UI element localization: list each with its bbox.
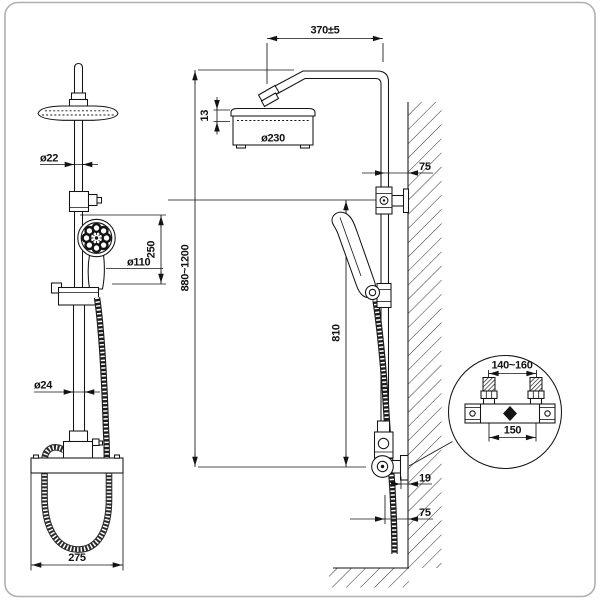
floor-hatch bbox=[329, 568, 409, 588]
hand-shower-diameter-label: ø110 bbox=[127, 257, 150, 269]
inlet-span-label: 150 bbox=[504, 425, 522, 437]
mixer-width-label: 275 bbox=[68, 552, 86, 564]
overall-height-label: 880~1200 bbox=[180, 244, 192, 291]
valve-center-marker bbox=[503, 406, 517, 421]
front-diverter bbox=[68, 190, 103, 213]
front-hose-loop bbox=[41, 444, 113, 553]
detail-valve-body bbox=[464, 403, 556, 424]
dim-lower-pipe-diameter: ø24 bbox=[34, 380, 100, 395]
dim-mixer-width: 275 bbox=[30, 473, 124, 571]
dim-top-wall-offset: 75 bbox=[362, 161, 433, 176]
head-thickness-label: 13 bbox=[199, 110, 211, 122]
front-shower-head bbox=[37, 105, 119, 121]
dim-head-thickness: 13 bbox=[199, 97, 230, 135]
dim-upper-pipe-diameter: ø22 bbox=[40, 153, 98, 168]
front-mixer-body bbox=[30, 454, 124, 474]
side-shower-head: ø230 bbox=[230, 107, 316, 149]
front-riser-pipe bbox=[68, 62, 89, 108]
front-tee-fitting bbox=[62, 430, 104, 459]
front-hose-texture bbox=[94, 297, 109, 459]
detail-view: 140~160 bbox=[408, 354, 563, 470]
detail-circle bbox=[447, 354, 563, 470]
front-slider-holder bbox=[50, 282, 100, 306]
side-mixer-valve bbox=[371, 420, 409, 481]
bar-height-label: 810 bbox=[331, 324, 343, 342]
upper-pipe-diameter-label: ø22 bbox=[40, 153, 58, 165]
hand-shower-length-label: 250 bbox=[146, 241, 158, 259]
front-hand-shower bbox=[77, 218, 116, 290]
center-spray-rays bbox=[90, 232, 103, 244]
detail-leader-line bbox=[408, 441, 453, 467]
lower-pipe-diameter-label: ø24 bbox=[34, 380, 53, 392]
inlet-connector-left bbox=[480, 377, 498, 405]
dim-mixer-wall-gap: 19 bbox=[390, 473, 432, 489]
dim-hand-shower-length: 250 bbox=[80, 214, 166, 285]
dim-arm-projection: 370±5 bbox=[266, 25, 384, 84]
side-hand-shower bbox=[331, 211, 392, 309]
mixer-wall-gap-label: 19 bbox=[419, 473, 431, 485]
bottom-wall-offset-label: 75 bbox=[419, 507, 431, 519]
page-border bbox=[4, 1, 596, 598]
dim-hand-shower-diameter: ø110 bbox=[106, 257, 163, 269]
dim-overall-height: 880~1200 bbox=[180, 69, 366, 468]
inlet-connector-right bbox=[527, 377, 545, 405]
head-diameter-label: ø230 bbox=[261, 133, 285, 145]
top-wall-offset-label: 75 bbox=[419, 161, 431, 173]
dim-inlet-span: 150 bbox=[488, 423, 537, 442]
arm-projection-label: 370±5 bbox=[310, 25, 339, 37]
upper-wall-bracket bbox=[375, 186, 410, 215]
dim-bottom-wall-offset: 75 bbox=[350, 495, 433, 524]
dim-inlet-span-range: 140~160 bbox=[488, 360, 537, 378]
inlet-span-range-label: 140~160 bbox=[491, 360, 532, 372]
wall-hatch bbox=[408, 102, 442, 568]
front-view: ø22 ø24 250 ø110 bbox=[30, 62, 166, 571]
wall bbox=[407, 102, 442, 568]
side-view: 810 ø230 bbox=[199, 25, 442, 588]
mounting-hole-right bbox=[544, 410, 551, 417]
side-riser-and-arm bbox=[257, 70, 390, 432]
floor bbox=[329, 567, 409, 588]
mounting-hole-left bbox=[469, 410, 476, 417]
